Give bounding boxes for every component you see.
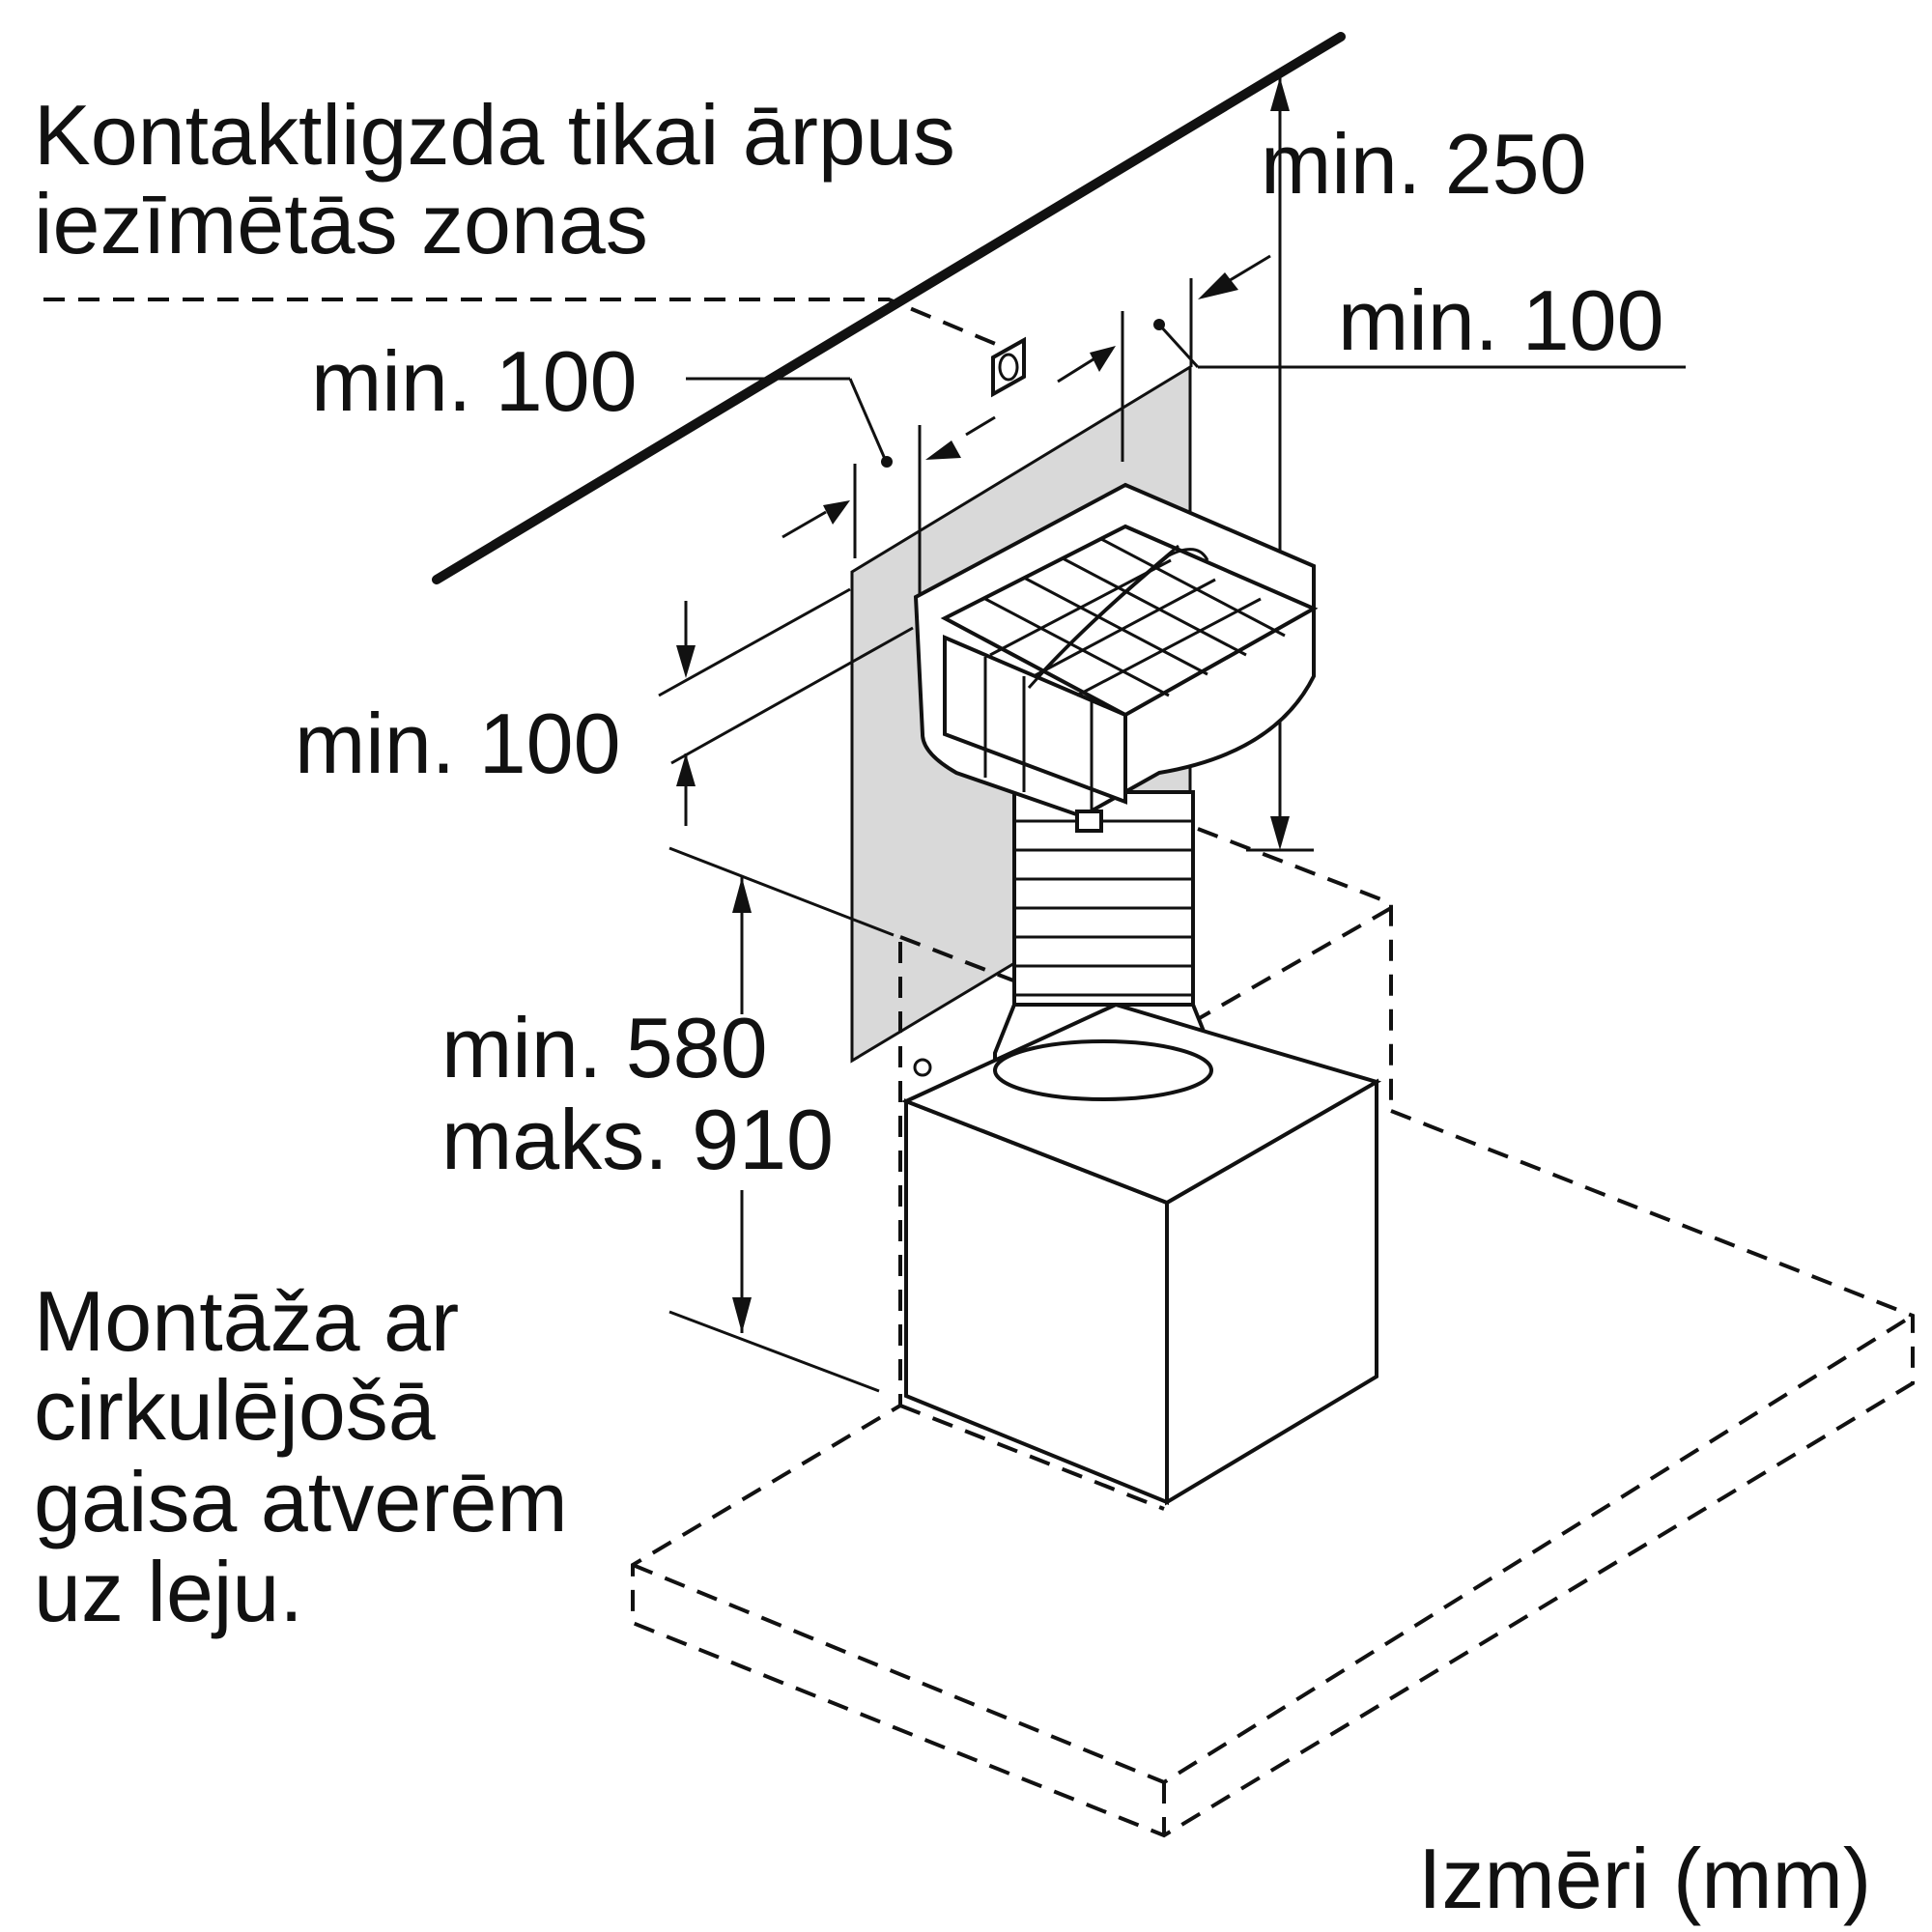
socket-note-line1: Kontaktligzda tikai ārpus bbox=[34, 87, 955, 183]
filter-module bbox=[913, 482, 1319, 833]
label-side-min-100: min. 100 bbox=[295, 696, 621, 791]
dimension-right-min-100 bbox=[1153, 254, 1686, 369]
label-height-max: maks. 910 bbox=[441, 1092, 834, 1187]
zone-reference-line bbox=[43, 298, 1006, 350]
label-min-250: min. 250 bbox=[1261, 116, 1587, 212]
dimension-height bbox=[668, 846, 895, 1393]
mount-note-line3: gaisa atverēm bbox=[34, 1454, 568, 1549]
dimension-side-min-100 bbox=[658, 464, 914, 826]
dimension-center-min-100 bbox=[686, 311, 1124, 597]
hood-body bbox=[900, 1002, 1382, 1506]
socket-icon bbox=[991, 336, 1026, 398]
socket-note-line2: iezīmētās zonas bbox=[34, 176, 648, 271]
wall-ceiling-edge bbox=[432, 32, 1346, 584]
label-height-min: min. 580 bbox=[441, 1000, 768, 1095]
units-label: Izmēri (mm) bbox=[1418, 1831, 1871, 1926]
label-center-min-100: min. 100 bbox=[311, 333, 638, 429]
mount-note-line1: Montāža ar bbox=[34, 1273, 459, 1369]
filter-grid bbox=[984, 537, 1286, 697]
mount-note-line4: uz leju. bbox=[34, 1544, 303, 1639]
mount-note-line2: cirkulējošā bbox=[34, 1362, 436, 1458]
label-right-min-100: min. 100 bbox=[1338, 272, 1664, 368]
